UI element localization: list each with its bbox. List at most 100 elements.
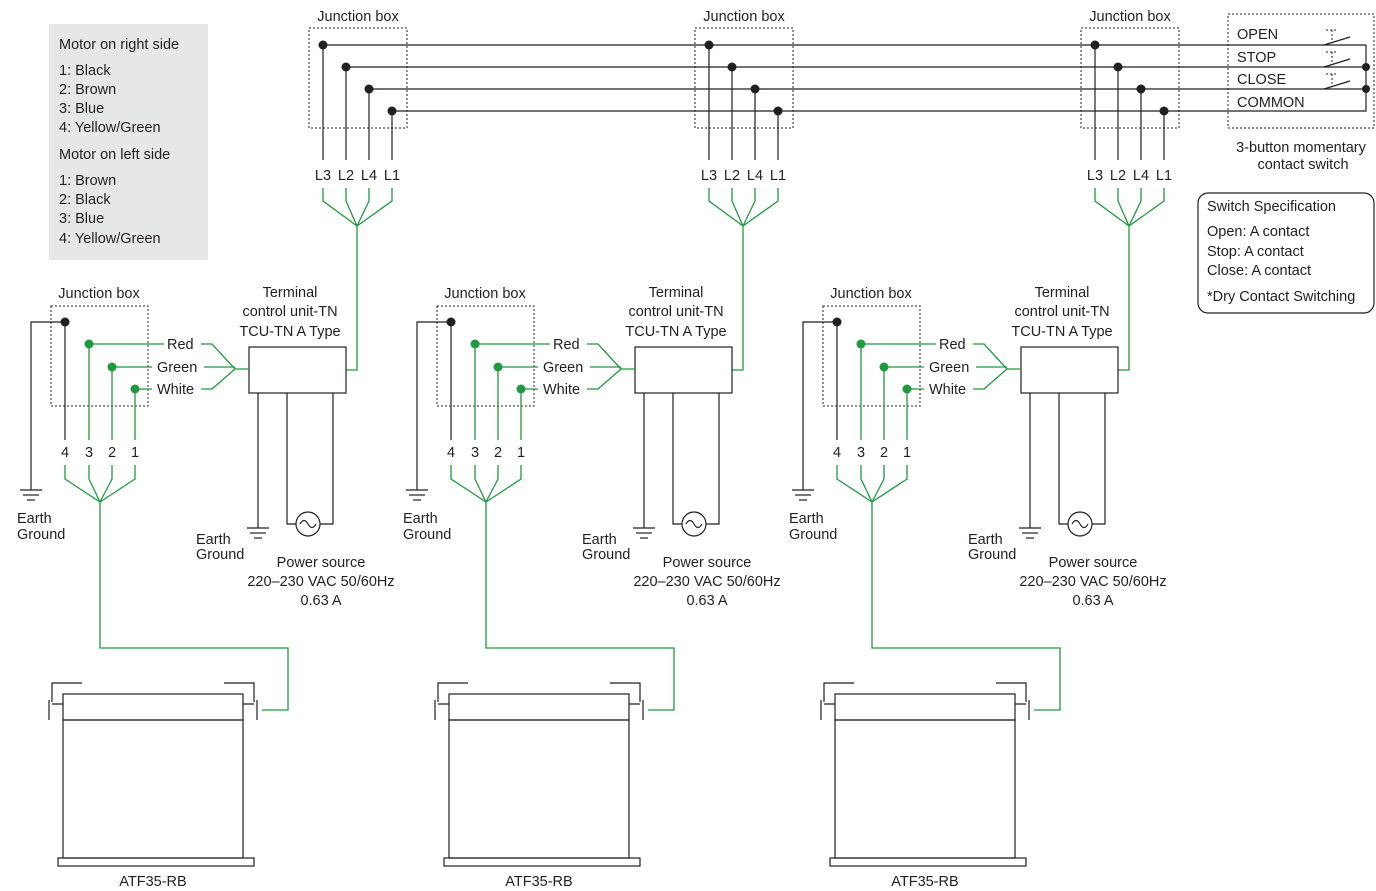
conductor-label: L1 xyxy=(770,168,786,184)
legend-left-item: 4: Yellow/Green xyxy=(59,231,161,247)
wire-color-legend: Motor on right side 1: Black 2: Brown 3:… xyxy=(49,24,208,260)
wire-color-label: White xyxy=(929,382,966,398)
power-source-label: Power source xyxy=(277,555,366,571)
switch-label-close: CLOSE xyxy=(1237,72,1286,88)
terminal-control-unit xyxy=(634,346,733,394)
switch-label-stop: STOP xyxy=(1237,50,1276,66)
earth-ground-label: Earth xyxy=(196,532,231,548)
momentary-switch: OPEN STOP CLOSE COMMON 3-button momentar… xyxy=(1227,13,1375,173)
power-source-label: 0.63 A xyxy=(686,593,727,609)
motor-model-label: ATF35-RB xyxy=(505,874,572,890)
conductor-label: L2 xyxy=(724,168,740,184)
earth-ground-label: Ground xyxy=(403,527,451,543)
power-source-label: 220–230 VAC 50/60Hz xyxy=(247,574,394,590)
spec-line: Close: A contact xyxy=(1207,263,1311,279)
terminal-unit-label: Terminal xyxy=(649,285,704,301)
power-source-label: 220–230 VAC 50/60Hz xyxy=(1019,574,1166,590)
motor-terminal-number: 4 xyxy=(833,445,841,461)
junction-box-label: Junction box xyxy=(1089,9,1171,25)
legend-background xyxy=(49,24,208,260)
legend-left-item: 1: Brown xyxy=(59,173,116,189)
conductor-label: L4 xyxy=(361,168,377,184)
conductor-label: L3 xyxy=(315,168,331,184)
junction-box-label: Junction box xyxy=(58,286,140,302)
lower-junction-box xyxy=(822,305,921,407)
earth-ground-label: Ground xyxy=(17,527,65,543)
power-source-label: 0.63 A xyxy=(300,593,341,609)
junction-box-label: Junction box xyxy=(444,286,526,302)
switch-enclosure xyxy=(1227,13,1375,129)
earth-ground-label: Earth xyxy=(17,511,52,527)
motor-terminal-number: 3 xyxy=(471,445,479,461)
roller-shade-motor: ATF35-RB xyxy=(820,682,1030,890)
terminal-control-unit xyxy=(1020,346,1119,394)
ac-source-icon xyxy=(1067,511,1093,537)
legend-left-title: Motor on left side xyxy=(59,147,170,163)
lower-junction-box xyxy=(436,305,535,407)
conductor-label: L3 xyxy=(701,168,717,184)
motor-terminal-number: 3 xyxy=(857,445,865,461)
power-source-label: 220–230 VAC 50/60Hz xyxy=(633,574,780,590)
earth-ground-label: Ground xyxy=(968,547,1016,563)
earth-ground-label: Earth xyxy=(968,532,1003,548)
earth-ground-label: Earth xyxy=(403,511,438,527)
junction-box-label: Junction box xyxy=(830,286,912,302)
switch-contact-stop xyxy=(1323,51,1351,68)
terminal-control-unit xyxy=(248,346,347,394)
conductor-label: L3 xyxy=(1087,168,1103,184)
control-unit-group-3: Junction box L3 L2 L4 L1 Terminal contro… xyxy=(789,9,1180,890)
upper-junction-box xyxy=(694,27,794,129)
upper-junction-box xyxy=(308,27,408,129)
ac-source-icon xyxy=(295,511,321,537)
conductor-label: L1 xyxy=(1156,168,1172,184)
spec-note: *Dry Contact Switching xyxy=(1207,289,1355,305)
motor-model-label: ATF35-RB xyxy=(891,874,958,890)
motor-terminal-number: 2 xyxy=(108,445,116,461)
motor-terminal-number: 3 xyxy=(85,445,93,461)
conductor-label: L2 xyxy=(338,168,354,184)
motor-terminal-number: 1 xyxy=(517,445,525,461)
junction-box-label: Junction box xyxy=(703,9,785,25)
wire-color-label: Red xyxy=(167,337,194,353)
earth-ground-label: Ground xyxy=(789,527,837,543)
wire-color-label: Green xyxy=(157,360,197,376)
earth-ground-label: Earth xyxy=(789,511,824,527)
wire-color-label: White xyxy=(157,382,194,398)
motor-terminal-number: 4 xyxy=(447,445,455,461)
control-bus xyxy=(323,44,1366,112)
conductor-label: L4 xyxy=(747,168,763,184)
legend-right-item: 4: Yellow/Green xyxy=(59,120,161,136)
terminal-unit-label: control unit-TN xyxy=(1014,304,1109,320)
control-unit-group-2: Junction box L3 L2 L4 L1 Terminal contro… xyxy=(403,9,794,890)
legend-right-item: 3: Blue xyxy=(59,101,104,117)
spec-box xyxy=(1197,192,1375,314)
spec-line: Stop: A contact xyxy=(1207,244,1304,260)
power-source-label: Power source xyxy=(1049,555,1138,571)
switch-label-common: COMMON xyxy=(1237,95,1305,111)
switch-caption: 3-button momentary xyxy=(1236,140,1367,156)
spec-title: Switch Specification xyxy=(1207,199,1336,215)
wire-color-label: Red xyxy=(939,337,966,353)
terminal-unit-label: Terminal xyxy=(263,285,318,301)
conductor-label: L4 xyxy=(1133,168,1149,184)
motor-terminal-number: 1 xyxy=(903,445,911,461)
legend-right-title: Motor on right side xyxy=(59,37,179,53)
spec-line: Open: A contact xyxy=(1207,224,1309,240)
terminal-unit-label: TCU-TN A Type xyxy=(625,324,726,340)
conductor-label: L2 xyxy=(1110,168,1126,184)
terminal-unit-label: control unit-TN xyxy=(628,304,723,320)
wire-color-label: Green xyxy=(929,360,969,376)
earth-ground-label: Ground xyxy=(582,547,630,563)
earth-ground-label: Ground xyxy=(196,547,244,563)
upper-junction-box xyxy=(1080,27,1180,129)
legend-left-item: 2: Black xyxy=(59,192,111,208)
ac-source-icon xyxy=(681,511,707,537)
motor-terminal-number: 2 xyxy=(494,445,502,461)
wire-color-label: Green xyxy=(543,360,583,376)
control-unit-group-1: Junction box L3 L2 L4 L1 Terminal contro… xyxy=(17,9,408,890)
terminal-unit-label: control unit-TN xyxy=(242,304,337,320)
roller-shade-motor: ATF35-RB xyxy=(48,682,258,890)
lower-junction-box xyxy=(50,305,149,407)
power-source-label: 0.63 A xyxy=(1072,593,1113,609)
